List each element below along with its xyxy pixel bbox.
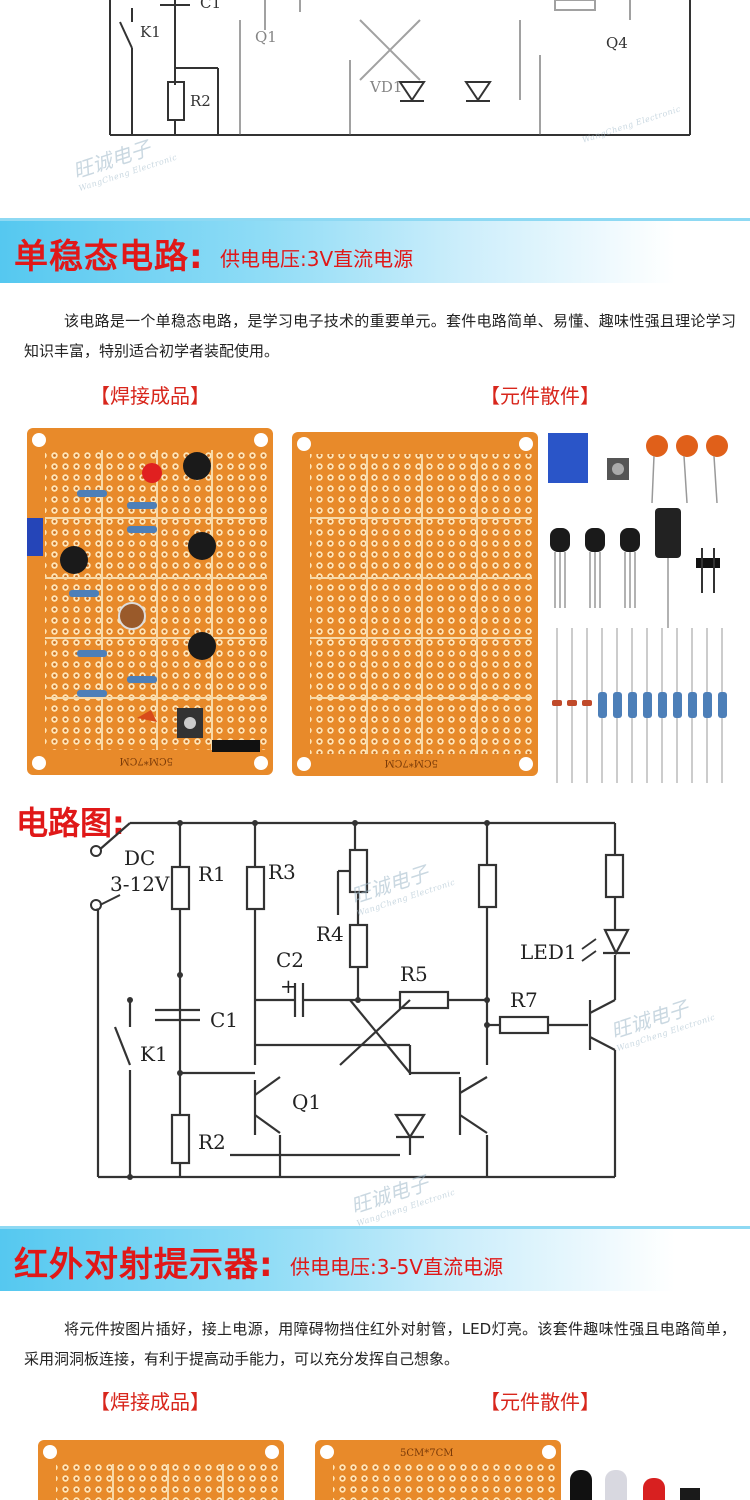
soldered-board-image bbox=[38, 1440, 284, 1500]
label-c2-plus: + bbox=[280, 974, 297, 998]
label-q1: Q1 bbox=[292, 1090, 321, 1114]
section1-caption-right: 【元件散件】 bbox=[480, 384, 600, 408]
soldered-board-image: 5CM*7CM bbox=[27, 428, 273, 775]
parts-kit-image: 5CM*7CM bbox=[315, 1440, 700, 1500]
parts-kit-image: 5CM*7CM bbox=[292, 432, 728, 783]
label-c2: C2 bbox=[276, 948, 304, 972]
section2-caption-right: 【元件散件】 bbox=[480, 1390, 600, 1414]
label-r5: R5 bbox=[400, 962, 428, 986]
section1-title: 单稳态电路: bbox=[14, 237, 204, 277]
section1-caption-left: 【焊接成品】 bbox=[90, 384, 210, 408]
section2-caption-left: 【焊接成品】 bbox=[90, 1390, 210, 1414]
label-dc: DC bbox=[124, 846, 155, 870]
top-circuit-diagram: K1 C1 R2 Q1 VD1 Q4 bbox=[109, 0, 691, 136]
board-label: 5CM*7CM bbox=[384, 757, 438, 768]
monostable-circuit-diagram: DC 3-12V R1 R3 R4 C2 + R5 R7 LED1 C1 K1 … bbox=[90, 820, 630, 1180]
board-label: 5CM*7CM bbox=[400, 1448, 454, 1459]
label-voltage: 3-12V bbox=[110, 872, 170, 896]
section1-subtitle: 供电电压:3V直流电源 bbox=[220, 247, 414, 271]
top-label-k1: K1 bbox=[140, 23, 161, 41]
section2-banner: 红外对射提示器: 供电电压:3-5V直流电源 bbox=[0, 1226, 750, 1291]
top-label-q1: Q1 bbox=[255, 28, 277, 46]
label-r2: R2 bbox=[198, 1130, 226, 1154]
top-label-vd1: VD1 bbox=[369, 78, 402, 96]
label-k1: K1 bbox=[140, 1042, 168, 1066]
section2-subtitle: 供电电压:3-5V直流电源 bbox=[290, 1255, 504, 1279]
label-led1: LED1 bbox=[520, 940, 577, 964]
label-r4: R4 bbox=[316, 922, 344, 946]
section1-description: 该电路是一个单稳态电路，是学习电子技术的重要单元。套件电路简单、易懂、趣味性强且… bbox=[24, 312, 736, 360]
label-r3: R3 bbox=[268, 860, 296, 884]
section2-title: 红外对射提示器: bbox=[14, 1245, 274, 1285]
section2-description: 将元件按图片插好，接上电源，用障碍物挡住红外对射管，LED灯亮。该套件趣味性强且… bbox=[24, 1320, 736, 1368]
label-r1: R1 bbox=[198, 862, 226, 886]
circuit-heading: 电路图: bbox=[16, 804, 125, 842]
section1-banner: 单稳态电路: 供电电压:3V直流电源 bbox=[0, 218, 750, 283]
label-c1: C1 bbox=[210, 1008, 238, 1032]
top-label-r2: R2 bbox=[190, 92, 211, 110]
board-label: 5CM*7CM bbox=[119, 755, 173, 766]
label-r7: R7 bbox=[510, 988, 538, 1012]
top-label-c1: C1 bbox=[200, 0, 221, 12]
top-label-q4: Q4 bbox=[606, 34, 628, 52]
